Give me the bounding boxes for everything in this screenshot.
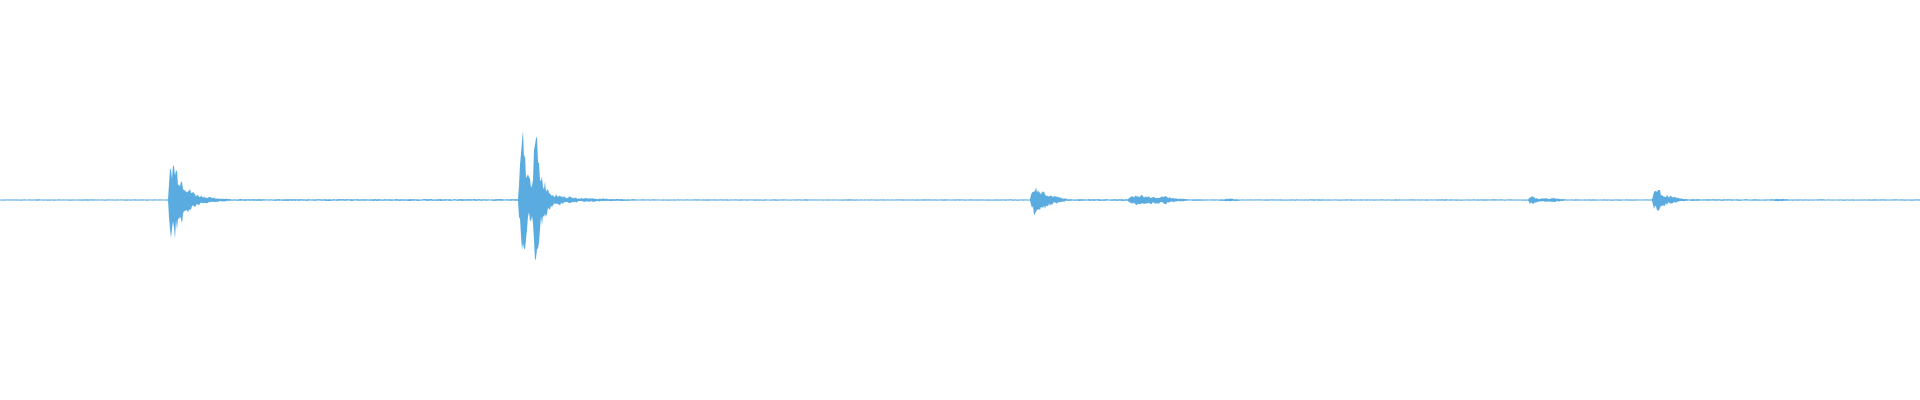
waveform-series [0, 130, 1920, 261]
